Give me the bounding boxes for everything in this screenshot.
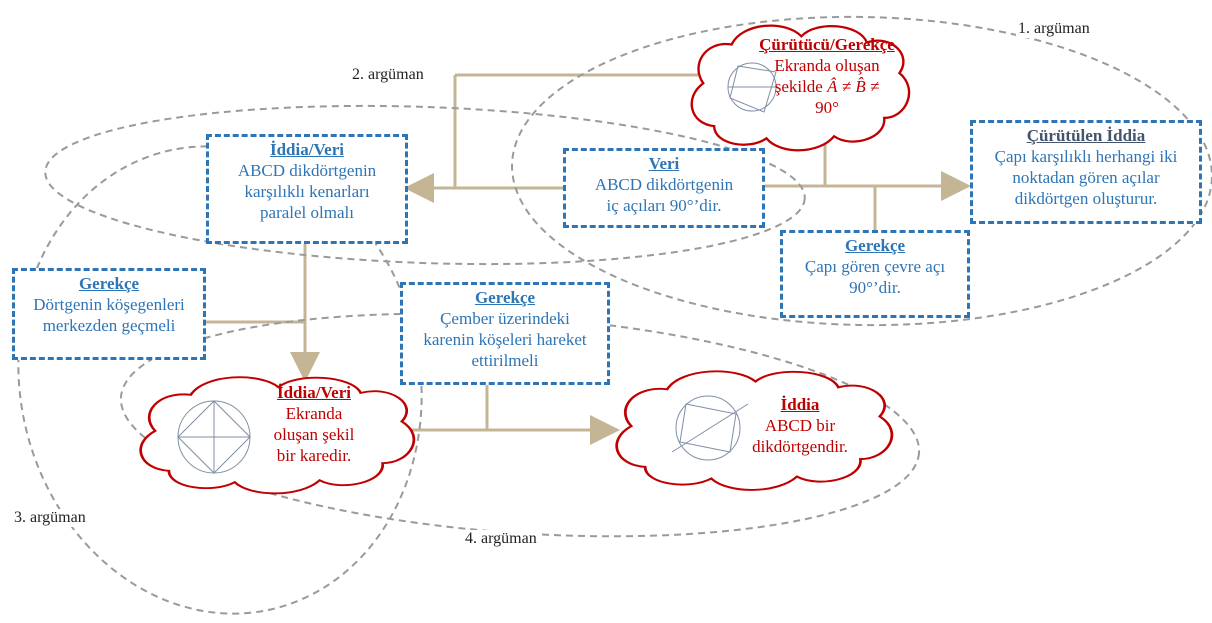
cloud-rebuttal-math: Â ≠ B̂ ≠: [827, 77, 880, 96]
cloud-claim-title: İddia: [780, 395, 820, 414]
rebutted-claim-line2: noktadan gören açılar: [1012, 168, 1160, 187]
warrant-left-line1: Dörtgenin köşegenleri: [33, 295, 185, 314]
data-center-line1: ABCD dikdörtgenin: [594, 175, 734, 194]
rebutted-claim-title: Çürütülen İddia: [1026, 126, 1146, 145]
warrant-middle-title: Gerekçe: [474, 288, 536, 307]
data-center-line2: iç açıları 90°’dir.: [606, 196, 722, 215]
figure-square-in-circle: [177, 400, 251, 474]
warrant-right-box: Gerekçe Çapı gören çevre açı 90°’dir.: [780, 230, 970, 318]
argument-label-2: 2. argüman: [350, 66, 426, 84]
rebutted-claim-line3: dikdörtgen oluşturur.: [1014, 189, 1158, 208]
warrant-middle-line1: Çember üzerindeki: [440, 309, 570, 328]
data-center-box: Veri ABCD dikdörtgenin iç açıları 90°’di…: [563, 148, 765, 228]
data-center-title: Veri: [648, 154, 680, 173]
cloud-rebuttal-line3: 90°: [815, 98, 839, 117]
cloud-claim-data-title: İddia/Veri: [276, 383, 351, 402]
claim-data-top-line3: paralel olmalı: [260, 203, 354, 222]
cloud-claim-data-text: İddia/Veri Ekranda oluşan şekil bir kare…: [254, 382, 374, 466]
cloud-rebuttal-line1: Ekranda oluşan: [774, 56, 880, 75]
cloud-claim-data-line2: oluşan şekil: [273, 425, 355, 444]
cloud-rebuttal-title: Çürütücü/Gerekçe: [759, 35, 895, 54]
argument-label-1: 1. argüman: [1016, 20, 1092, 38]
cloud-claim-data-line1: Ekranda: [285, 404, 343, 423]
cloud-rebuttal-text: Çürütücü/Gerekçe Ekranda oluşan şekilde …: [752, 34, 902, 118]
cloud-claim-data-line3: bir karedir.: [276, 446, 352, 465]
cloud-claim-text: İddia ABCD bir dikdörtgendir.: [742, 394, 858, 457]
claim-data-top-title: İddia/Veri: [269, 140, 344, 159]
argument-label-4: 4. argüman: [463, 530, 539, 548]
claim-data-top-line2: karşılıklı kenarları: [244, 182, 370, 201]
cloud-claim-line1: ABCD bir: [764, 416, 836, 435]
rebutted-claim-line1: Çapı karşılıklı herhangi iki: [994, 147, 1178, 166]
cloud-rebuttal-line2: şekilde: [774, 77, 823, 96]
figure-rebuttal: [727, 62, 778, 113]
warrant-middle-line3: ettirilmeli: [471, 351, 539, 370]
warrant-left-title: Gerekçe: [78, 274, 140, 293]
warrant-left-box: Gerekçe Dörtgenin köşegenleri merkezden …: [12, 268, 206, 360]
warrant-middle-line2: karenin köşeleri hareket: [423, 330, 587, 349]
warrant-right-title: Gerekçe: [844, 236, 906, 255]
rebutted-claim-box: Çürütülen İddia Çapı karşılıklı herhangi…: [970, 120, 1202, 224]
figure-rectangle-in-circle: [671, 395, 749, 461]
warrant-middle-box: Gerekçe Çember üzerindeki karenin köşele…: [400, 282, 610, 385]
cloud-claim-line2: dikdörtgendir.: [752, 437, 848, 456]
warrant-left-line2: merkezden geçmeli: [42, 316, 176, 335]
argument-label-3: 3. argüman: [12, 509, 88, 527]
claim-data-top-line1: ABCD dikdörtgenin: [237, 161, 377, 180]
claim-data-top-box: İddia/Veri ABCD dikdörtgenin karşılıklı …: [206, 134, 408, 244]
warrant-right-line1: Çapı gören çevre açı: [804, 257, 946, 276]
argument-2-ellipse: [44, 104, 806, 266]
warrant-right-line2: 90°’dir.: [849, 278, 901, 297]
